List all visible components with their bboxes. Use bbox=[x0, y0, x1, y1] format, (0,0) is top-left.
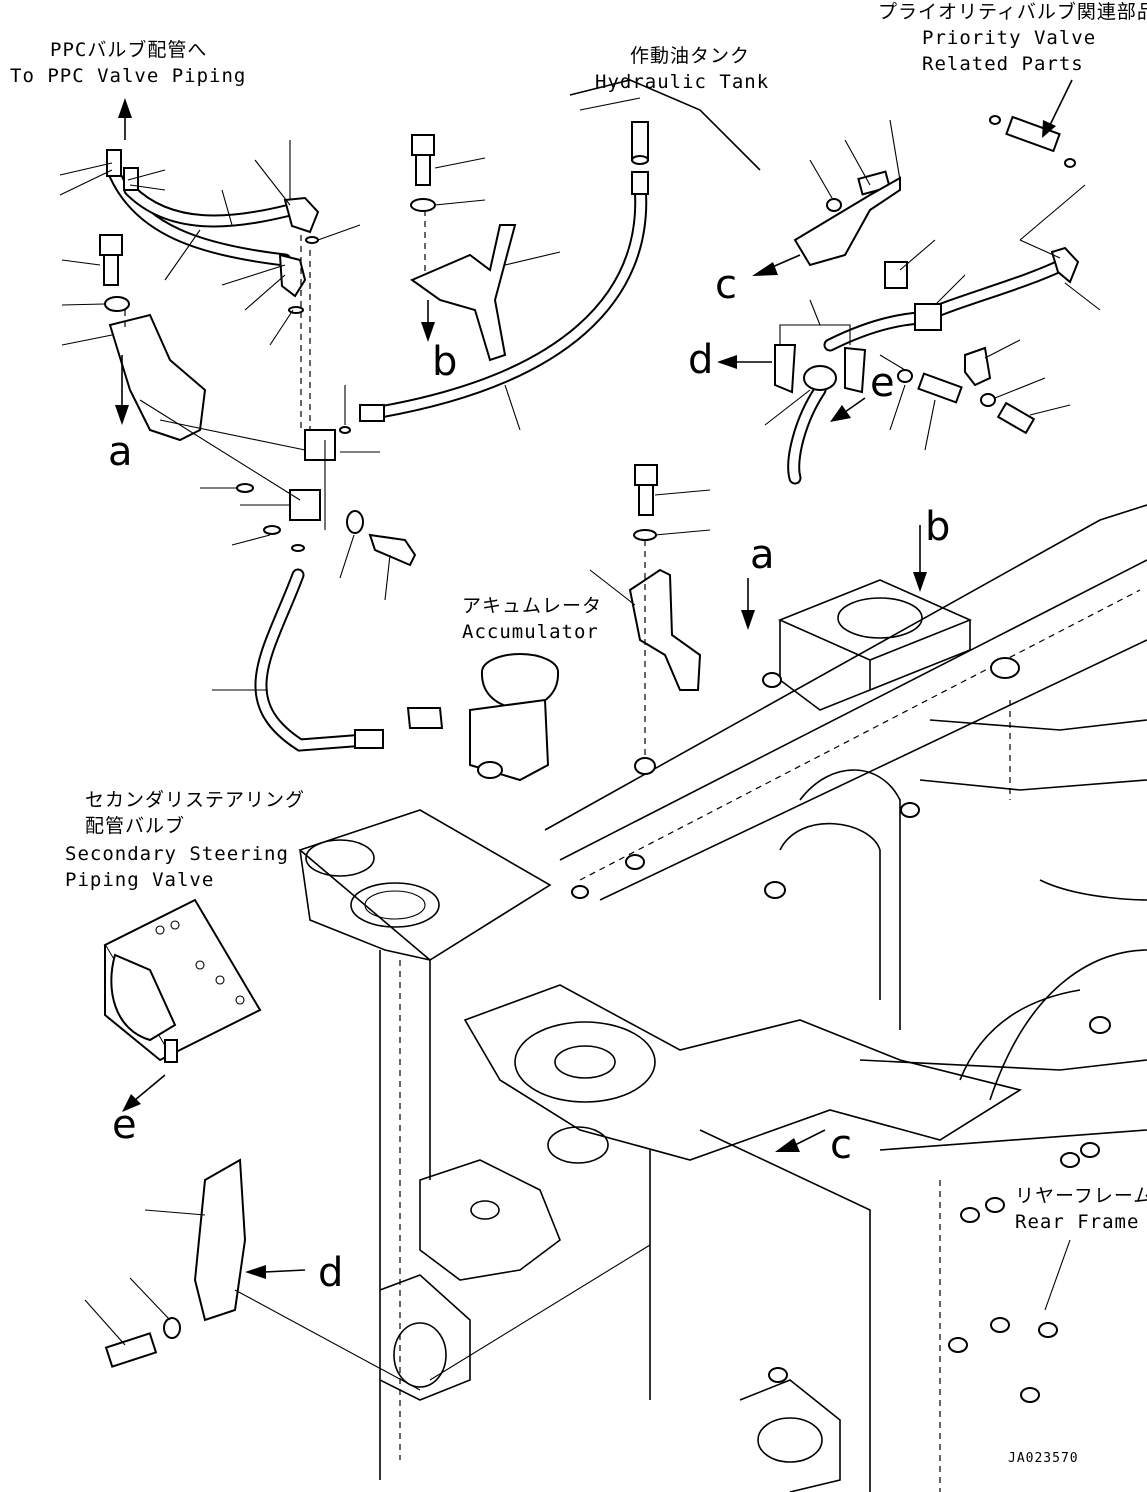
ref-letter-e-top: e bbox=[870, 360, 895, 406]
ref-letter-d-top: d bbox=[688, 337, 713, 383]
secondary-label-en2: Piping Valve bbox=[65, 869, 214, 891]
accumulator bbox=[469, 653, 560, 782]
ref-letter-b-frame: b bbox=[925, 504, 950, 550]
priority-label-jp: プライオリティバルブ関連部品 bbox=[878, 0, 1147, 23]
ppc-label-jp: PPCバルブ配管へ bbox=[50, 38, 207, 61]
rear-frame-label-en: Rear Frame bbox=[1015, 1211, 1139, 1233]
tank-label-en: Hydraulic Tank bbox=[595, 71, 769, 93]
ref-letter-a-frame: a bbox=[750, 532, 775, 578]
leader-lines bbox=[59, 119, 1101, 1391]
ppc-label-en: To PPC Valve Piping bbox=[10, 65, 246, 87]
priority-label-en2: Related Parts bbox=[922, 53, 1084, 75]
secondary-label-en1: Secondary Steering bbox=[65, 843, 289, 865]
tank-label-jp: 作動油タンク bbox=[630, 45, 750, 67]
ref-letter-c-frame: c bbox=[830, 1122, 852, 1168]
hoses bbox=[108, 168, 1069, 752]
bolt-set-top bbox=[99, 134, 658, 541]
rear-frame-label-jp: リヤーフレーム bbox=[1015, 1185, 1147, 1207]
fittings bbox=[99, 115, 1080, 1368]
ref-letter-a-top: a bbox=[108, 429, 133, 475]
secondary-label-jp1: セカンダリステアリング bbox=[85, 789, 305, 811]
arrows bbox=[115, 79, 1073, 1279]
ref-letter-b-top: b bbox=[432, 339, 457, 385]
text-labels: PPCバルブ配管へ To PPC Valve Piping 作動油タンク Hyd… bbox=[10, 0, 1147, 1466]
ref-letter-c-top: c bbox=[715, 262, 737, 308]
priority-label-en1: Priority Valve bbox=[922, 27, 1096, 49]
secondary-label-jp2: 配管バルブ bbox=[85, 814, 185, 837]
rear-frame bbox=[298, 504, 1147, 1492]
ref-letter-d-bottom: d bbox=[318, 1250, 343, 1296]
accumulator-label-jp: アキュムレータ bbox=[462, 595, 602, 617]
accumulator-label-en: Accumulator bbox=[462, 621, 599, 643]
drawing-code: JA023570 bbox=[1008, 1451, 1079, 1466]
secondary-steering-valve bbox=[103, 898, 262, 1063]
ref-letter-e-bottom: e bbox=[112, 1102, 137, 1148]
reference-letters: a a b b c c d d e e bbox=[108, 262, 950, 1296]
frame-bosses bbox=[571, 657, 1111, 1403]
brackets bbox=[108, 176, 901, 1322]
hydraulic-tank bbox=[569, 79, 761, 171]
